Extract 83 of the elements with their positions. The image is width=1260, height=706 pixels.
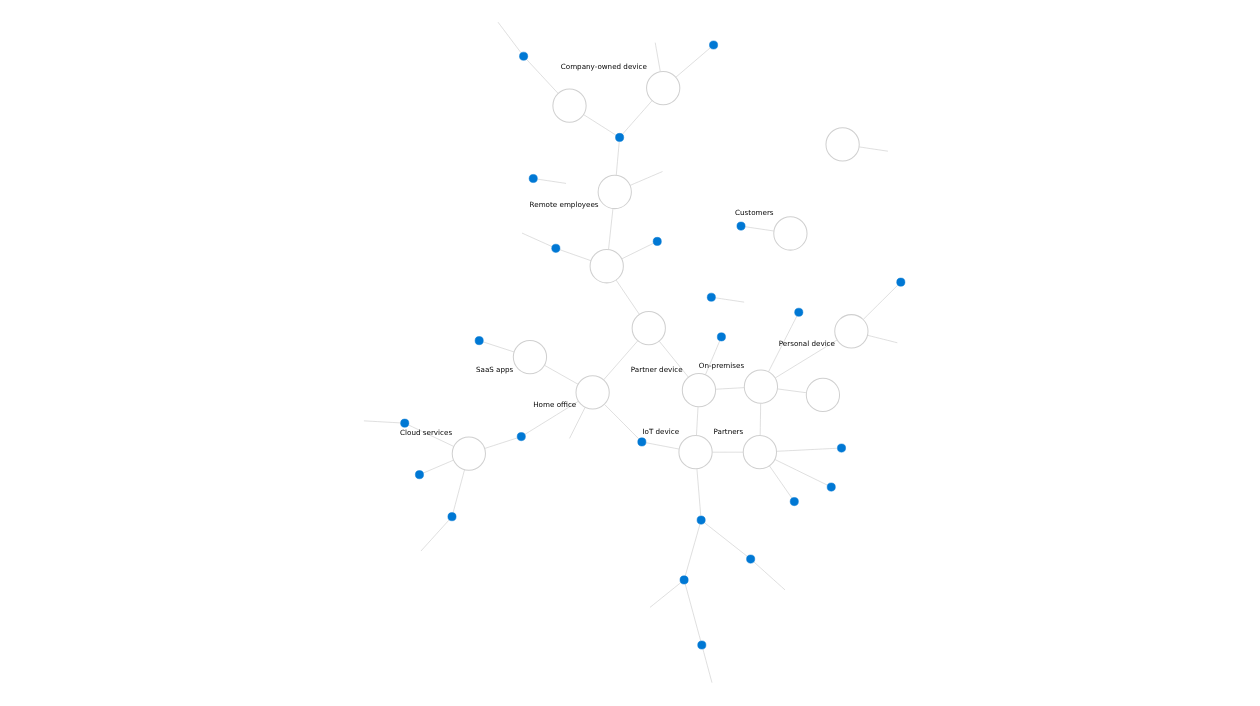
connector [525, 59, 558, 94]
node-circle [708, 40, 718, 50]
node-circle [614, 133, 624, 142]
node-circle [575, 375, 610, 410]
node-circle [736, 221, 745, 231]
node-circle [824, 127, 860, 162]
connector [658, 340, 689, 378]
node-circle [652, 237, 662, 246]
connector [521, 232, 552, 247]
node-circle [742, 435, 777, 470]
node-circle [895, 277, 905, 287]
connector [582, 114, 616, 136]
node-circle [516, 432, 526, 441]
connector [654, 42, 661, 72]
connector [621, 100, 652, 135]
connector [774, 339, 837, 379]
node-circle [414, 470, 424, 480]
node-circle [789, 497, 799, 506]
node-circle [677, 435, 713, 470]
connector [866, 335, 898, 343]
connector [645, 442, 679, 450]
node-circle [637, 437, 646, 447]
connector [768, 465, 792, 499]
node-circle [706, 292, 716, 302]
connector [497, 21, 521, 54]
connector [649, 582, 681, 608]
connector [702, 648, 712, 683]
connector [684, 583, 701, 642]
node-circle [679, 575, 688, 585]
connector [714, 297, 744, 303]
node-circle [745, 554, 755, 564]
node-circle [696, 640, 706, 650]
node-circle [631, 311, 666, 346]
node-circle [528, 174, 538, 183]
connector [704, 340, 720, 376]
connector [696, 468, 701, 517]
node-circle [512, 339, 547, 375]
connector [615, 279, 640, 315]
connector [536, 178, 566, 184]
connector [524, 401, 579, 435]
node-circle [451, 436, 486, 471]
connector [607, 208, 613, 250]
node-circle [793, 307, 803, 317]
node-circle [805, 377, 840, 413]
connector [744, 226, 774, 232]
node-circle [681, 373, 716, 408]
connector [482, 341, 514, 353]
node-circle [551, 88, 587, 123]
connector [407, 424, 454, 447]
connector [543, 365, 578, 385]
connector [774, 459, 828, 486]
node-circle [597, 174, 632, 210]
connector [621, 243, 654, 260]
connector [420, 519, 449, 552]
connector [559, 249, 591, 261]
node-circle [826, 482, 836, 492]
node-circle [772, 216, 808, 251]
node-circle [836, 443, 846, 453]
connector [684, 523, 700, 577]
connector [862, 284, 898, 320]
connector [603, 404, 639, 440]
node-circle [474, 336, 484, 345]
node-circle [645, 70, 680, 106]
connector [703, 522, 748, 557]
connector [483, 437, 518, 449]
node-circle [447, 512, 456, 522]
node-circle [833, 314, 869, 349]
node-circle [589, 249, 624, 284]
connector [422, 459, 454, 474]
node-circle [551, 243, 560, 253]
connector [602, 340, 638, 381]
connector [568, 407, 585, 439]
node-circle [696, 515, 705, 525]
connector [629, 171, 663, 186]
connector [452, 469, 465, 513]
connector [767, 315, 797, 373]
connector [858, 146, 888, 152]
node-circle [743, 369, 778, 404]
node-circle [716, 332, 726, 342]
connector [753, 561, 785, 591]
node-circle [518, 51, 528, 61]
node-circle [399, 418, 409, 428]
connector [675, 47, 711, 78]
